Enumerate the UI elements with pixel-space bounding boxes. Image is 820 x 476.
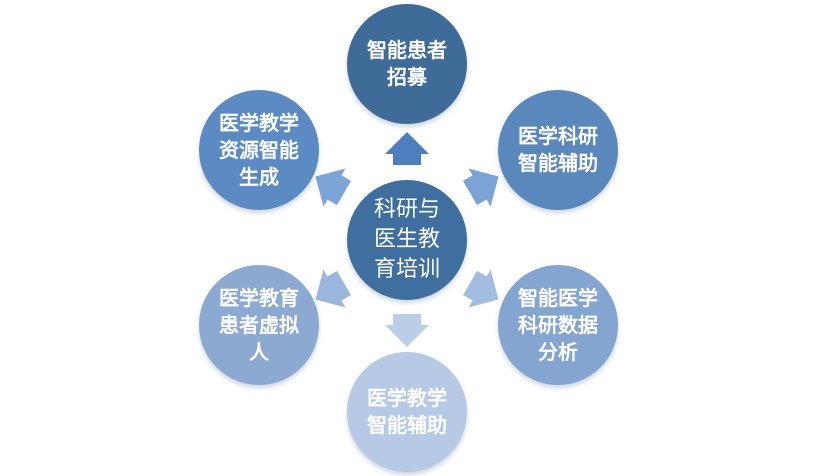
arrow-to-top	[385, 132, 429, 165]
arrow-to-lower-right	[463, 269, 499, 308]
node-label: 智能患者 招募	[367, 38, 447, 89]
arrow-to-bottom	[385, 314, 429, 347]
node-teaching-assist: 医学教学 智能辅助	[347, 352, 467, 472]
node-virtual-patient: 医学教育 患者虚拟 人	[199, 265, 319, 385]
arrow-to-upper-right	[463, 168, 499, 207]
arrow-to-lower-left	[315, 269, 351, 308]
node-research-assist: 医学科研 智能辅助	[498, 90, 618, 210]
center-node-label: 科研与 医生教 育培训	[373, 197, 440, 282]
node-label: 医学科研 智能辅助	[518, 124, 598, 175]
node-research-data-analysis: 智能医学 科研数据 分析	[498, 265, 618, 385]
node-label: 医学教学 资源智能 生成	[219, 110, 299, 189]
node-label: 智能医学 科研数据 分析	[518, 285, 598, 364]
node-teaching-resource-generation: 医学教学 资源智能 生成	[199, 90, 319, 210]
center-node: 科研与 医生教 育培训	[347, 180, 467, 300]
arrow-to-upper-left	[315, 168, 351, 207]
node-label: 医学教育 患者虚拟 人	[219, 285, 299, 364]
node-patient-recruitment: 智能患者 招募	[347, 4, 467, 124]
node-label: 医学教学 智能辅助	[367, 386, 447, 437]
